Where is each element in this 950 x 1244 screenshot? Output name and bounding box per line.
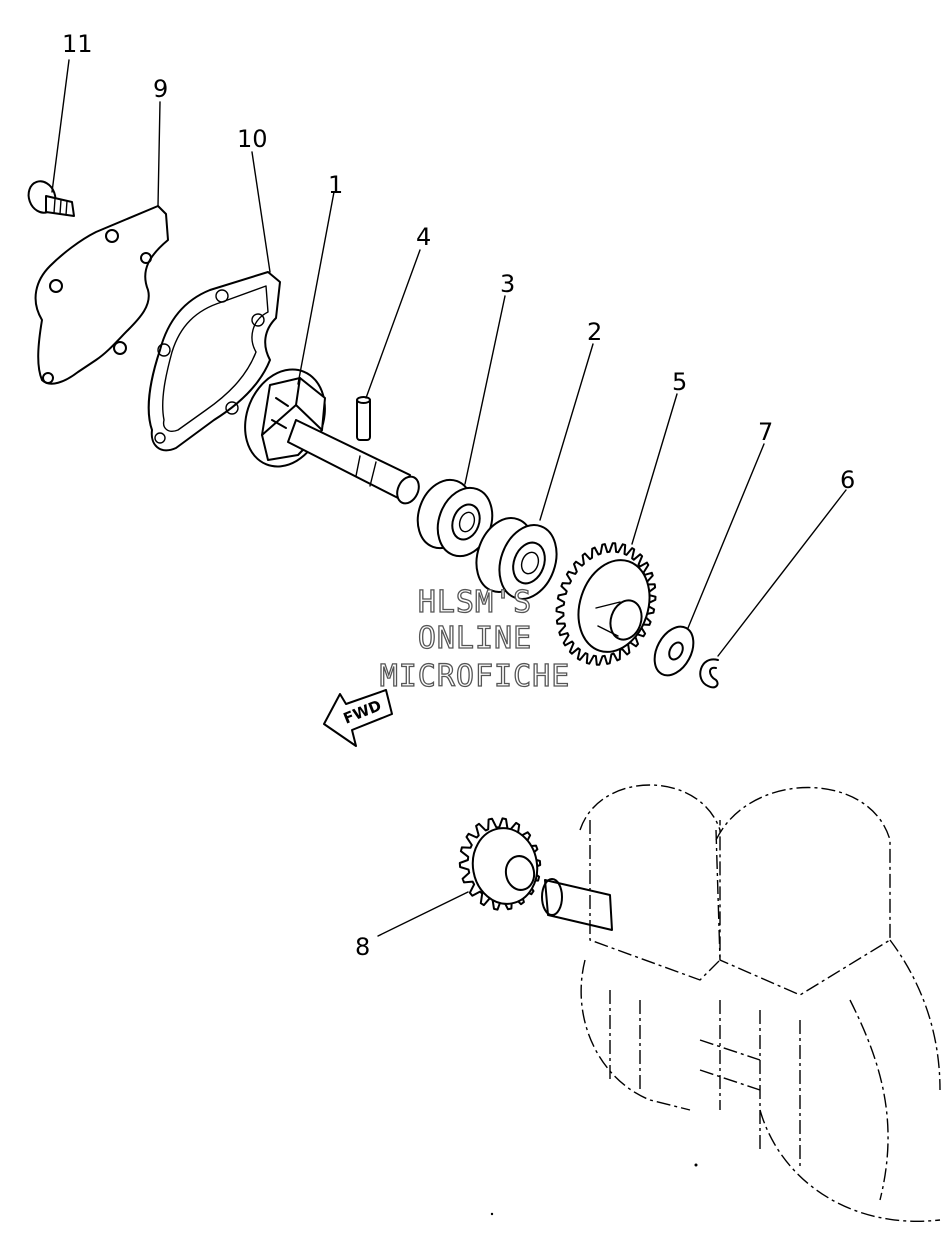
part-2-bearing (475, 517, 558, 600)
part-10-gasket (147, 271, 281, 452)
part-5-driven-gear (555, 542, 657, 666)
watermark-line-2: ONLINE (418, 621, 532, 656)
callout-8: 8 (355, 933, 370, 961)
part-3-bearing (416, 478, 494, 558)
callout-7: 7 (758, 418, 773, 446)
callout-labels: 11 9 10 1 4 3 2 5 7 6 8 (62, 30, 855, 961)
callout-6: 6 (840, 466, 855, 494)
speck (490, 1212, 494, 1216)
part-8-drive-gear (458, 817, 542, 911)
callout-1: 1 (328, 171, 343, 199)
fwd-direction-arrow: FWD (323, 689, 393, 747)
speck (694, 1163, 698, 1167)
part-1-impeller-shaft (244, 368, 420, 505)
part-6-circlip (699, 658, 719, 689)
watermark-line-1: HLSM'S (418, 585, 532, 620)
callout-4: 4 (416, 223, 431, 251)
callout-9: 9 (153, 75, 168, 103)
part-7-washer (653, 625, 695, 677)
leader-lines (51, 59, 847, 937)
part-9-pump-cover (34, 205, 169, 385)
watermark-line-3: MICROFICHE (380, 659, 571, 694)
callout-10: 10 (237, 125, 268, 153)
callout-11: 11 (62, 30, 93, 58)
part-4-pin (356, 396, 371, 441)
watermark: HLSM'S ONLINE MICROFICHE (379, 584, 571, 694)
callout-5: 5 (672, 368, 687, 396)
callout-2: 2 (587, 318, 602, 346)
crankshaft-reference (541, 784, 941, 1222)
part-11-bolt (27, 180, 75, 217)
callout-3: 3 (500, 270, 515, 298)
